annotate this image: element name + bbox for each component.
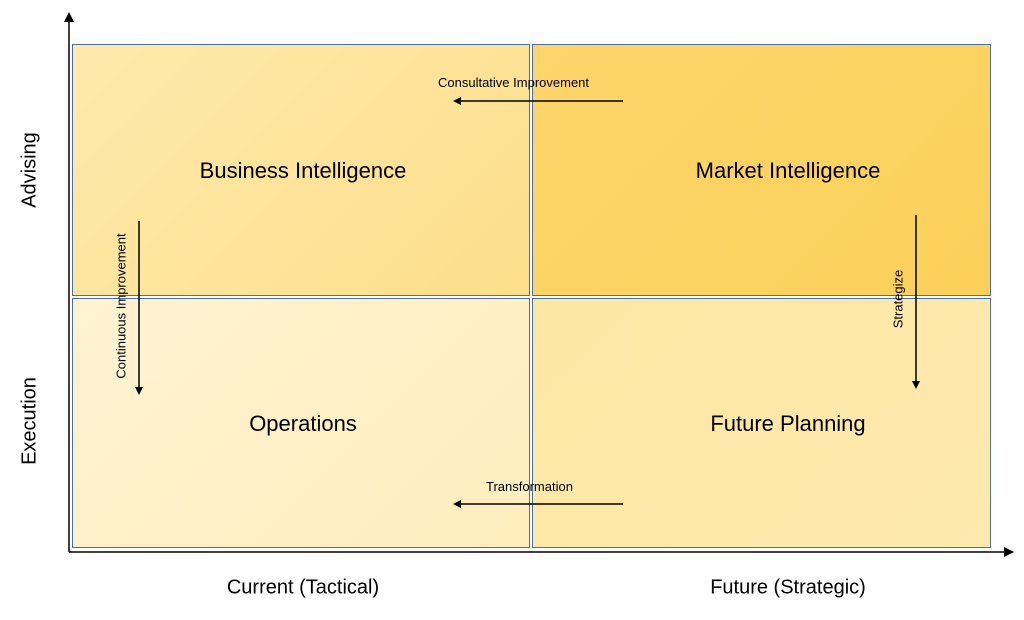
transformation-label: Transformation [486,479,573,494]
quadrant-market-intelligence [532,44,991,296]
strategize-label: Strategize [890,269,906,329]
quadrant-future-planning [532,298,991,548]
business-intelligence-title: Business Intelligence [199,158,407,183]
x-axis-label-future: Future (Strategic) [710,576,866,599]
consultative-improvement-label: Consultative Improvement [438,75,590,90]
y-axis-label-advising: Advising [18,132,41,208]
x-axis-label-current: Current (Tactical) [226,576,380,599]
continuous-improvement-label: Continuous Improvement [113,233,129,379]
quadrant-business-intelligence [72,44,530,296]
market-intelligence-title: Market Intelligence [695,158,881,183]
y-axis-label-execution: Execution [18,377,41,465]
future-planning-title: Future Planning [710,411,866,436]
operations-title: Operations [249,411,357,436]
